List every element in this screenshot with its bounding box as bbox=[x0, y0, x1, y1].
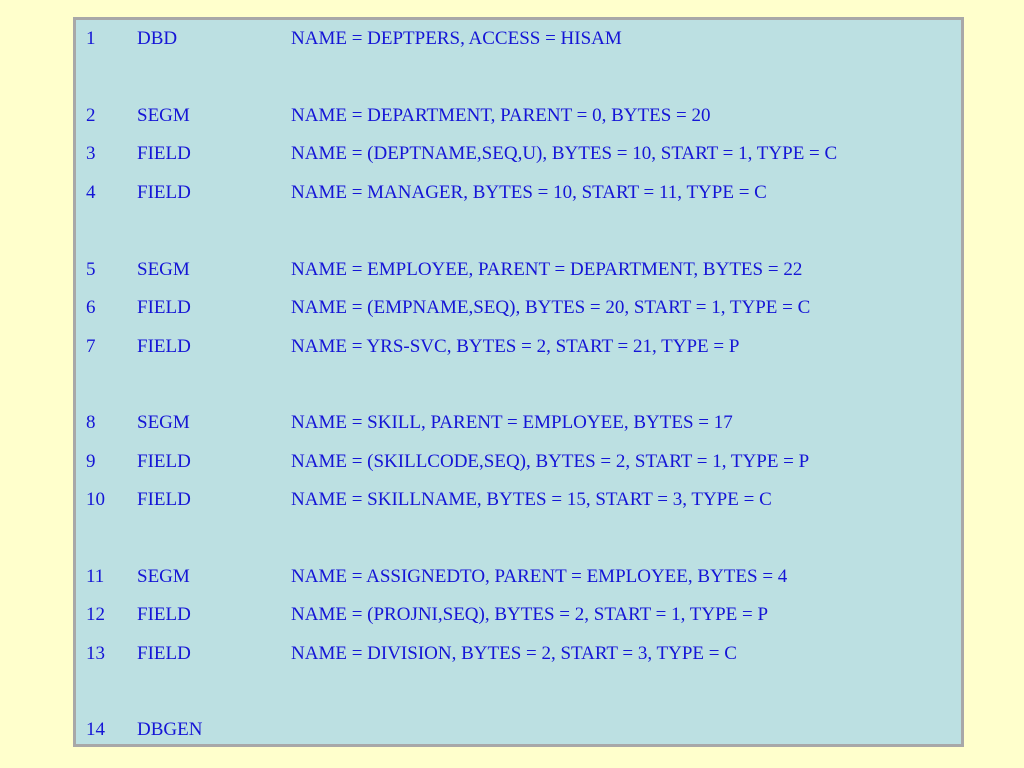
statement-keyword: DBD bbox=[137, 28, 178, 49]
statement-keyword: SEGM bbox=[137, 105, 190, 126]
line-number: 12 bbox=[86, 604, 105, 625]
line-number: 13 bbox=[86, 643, 105, 664]
listing-line: 10 FIELD NAME = SKILLNAME, BYTES = 15, S… bbox=[76, 488, 961, 512]
statement-arguments: NAME = SKILLNAME, BYTES = 15, START = 3,… bbox=[291, 489, 772, 510]
line-number: 7 bbox=[86, 336, 96, 357]
statement-keyword: DBGEN bbox=[137, 719, 203, 740]
statement-arguments: NAME = EMPLOYEE, PARENT = DEPARTMENT, BY… bbox=[291, 259, 803, 280]
listing-line: 1 DBD NAME = DEPTPERS, ACCESS = HISAM bbox=[76, 27, 961, 51]
line-number: 9 bbox=[86, 451, 96, 472]
statement-arguments: NAME = MANAGER, BYTES = 10, START = 11, … bbox=[291, 182, 767, 203]
line-number: 14 bbox=[86, 719, 105, 740]
listing-line: 9 FIELD NAME = (SKILLCODE,SEQ), BYTES = … bbox=[76, 450, 961, 474]
statement-arguments: NAME = YRS-SVC, BYTES = 2, START = 21, T… bbox=[291, 336, 740, 357]
listing-line: 4 FIELD NAME = MANAGER, BYTES = 10, STAR… bbox=[76, 181, 961, 205]
statement-arguments: NAME = DIVISION, BYTES = 2, START = 3, T… bbox=[291, 643, 737, 664]
statement-keyword: FIELD bbox=[137, 604, 191, 625]
line-number: 11 bbox=[86, 566, 105, 587]
statement-arguments: NAME = ASSIGNEDTO, PARENT = EMPLOYEE, BY… bbox=[291, 566, 788, 587]
statement-keyword: SEGM bbox=[137, 259, 190, 280]
line-number: 3 bbox=[86, 143, 96, 164]
statement-arguments: NAME = SKILL, PARENT = EMPLOYEE, BYTES =… bbox=[291, 412, 733, 433]
line-number: 8 bbox=[86, 412, 96, 433]
statement-keyword: FIELD bbox=[137, 297, 191, 318]
statement-keyword: FIELD bbox=[137, 182, 191, 203]
statement-arguments: NAME = DEPTPERS, ACCESS = HISAM bbox=[291, 28, 622, 49]
statement-arguments: NAME = (EMPNAME,SEQ), BYTES = 20, START … bbox=[291, 297, 811, 318]
statement-arguments: NAME = (PROJNI,SEQ), BYTES = 2, START = … bbox=[291, 604, 769, 625]
listing-line: 8 SEGM NAME = SKILL, PARENT = EMPLOYEE, … bbox=[76, 411, 961, 435]
statement-arguments: NAME = (SKILLCODE,SEQ), BYTES = 2, START… bbox=[291, 451, 810, 472]
listing-line: 7 FIELD NAME = YRS-SVC, BYTES = 2, START… bbox=[76, 335, 961, 359]
listing-line: 12 FIELD NAME = (PROJNI,SEQ), BYTES = 2,… bbox=[76, 603, 961, 627]
listing-line: 2 SEGM NAME = DEPARTMENT, PARENT = 0, BY… bbox=[76, 104, 961, 128]
listing-line: 11 SEGM NAME = ASSIGNEDTO, PARENT = EMPL… bbox=[76, 565, 961, 589]
line-number: 4 bbox=[86, 182, 96, 203]
statement-arguments: NAME = DEPARTMENT, PARENT = 0, BYTES = 2… bbox=[291, 105, 711, 126]
statement-keyword: FIELD bbox=[137, 489, 191, 510]
line-number: 5 bbox=[86, 259, 96, 280]
listing-line: 13 FIELD NAME = DIVISION, BYTES = 2, STA… bbox=[76, 642, 961, 666]
line-number: 2 bbox=[86, 105, 96, 126]
line-number: 1 bbox=[86, 28, 96, 49]
listing-line: 3 FIELD NAME = (DEPTNAME,SEQ,U), BYTES =… bbox=[76, 142, 961, 166]
statement-keyword: FIELD bbox=[137, 643, 191, 664]
statement-keyword: FIELD bbox=[137, 143, 191, 164]
statement-keyword: FIELD bbox=[137, 451, 191, 472]
code-listing-panel: 1 DBD NAME = DEPTPERS, ACCESS = HISAM 2 … bbox=[73, 17, 964, 747]
listing-line: 6 FIELD NAME = (EMPNAME,SEQ), BYTES = 20… bbox=[76, 296, 961, 320]
line-number: 10 bbox=[86, 489, 105, 510]
statement-keyword: SEGM bbox=[137, 412, 190, 433]
statement-keyword: SEGM bbox=[137, 566, 190, 587]
statement-keyword: FIELD bbox=[137, 336, 191, 357]
listing-line: 14 DBGEN bbox=[76, 718, 961, 742]
line-number: 6 bbox=[86, 297, 96, 318]
statement-arguments: NAME = (DEPTNAME,SEQ,U), BYTES = 10, STA… bbox=[291, 143, 838, 164]
listing-line: 5 SEGM NAME = EMPLOYEE, PARENT = DEPARTM… bbox=[76, 258, 961, 282]
